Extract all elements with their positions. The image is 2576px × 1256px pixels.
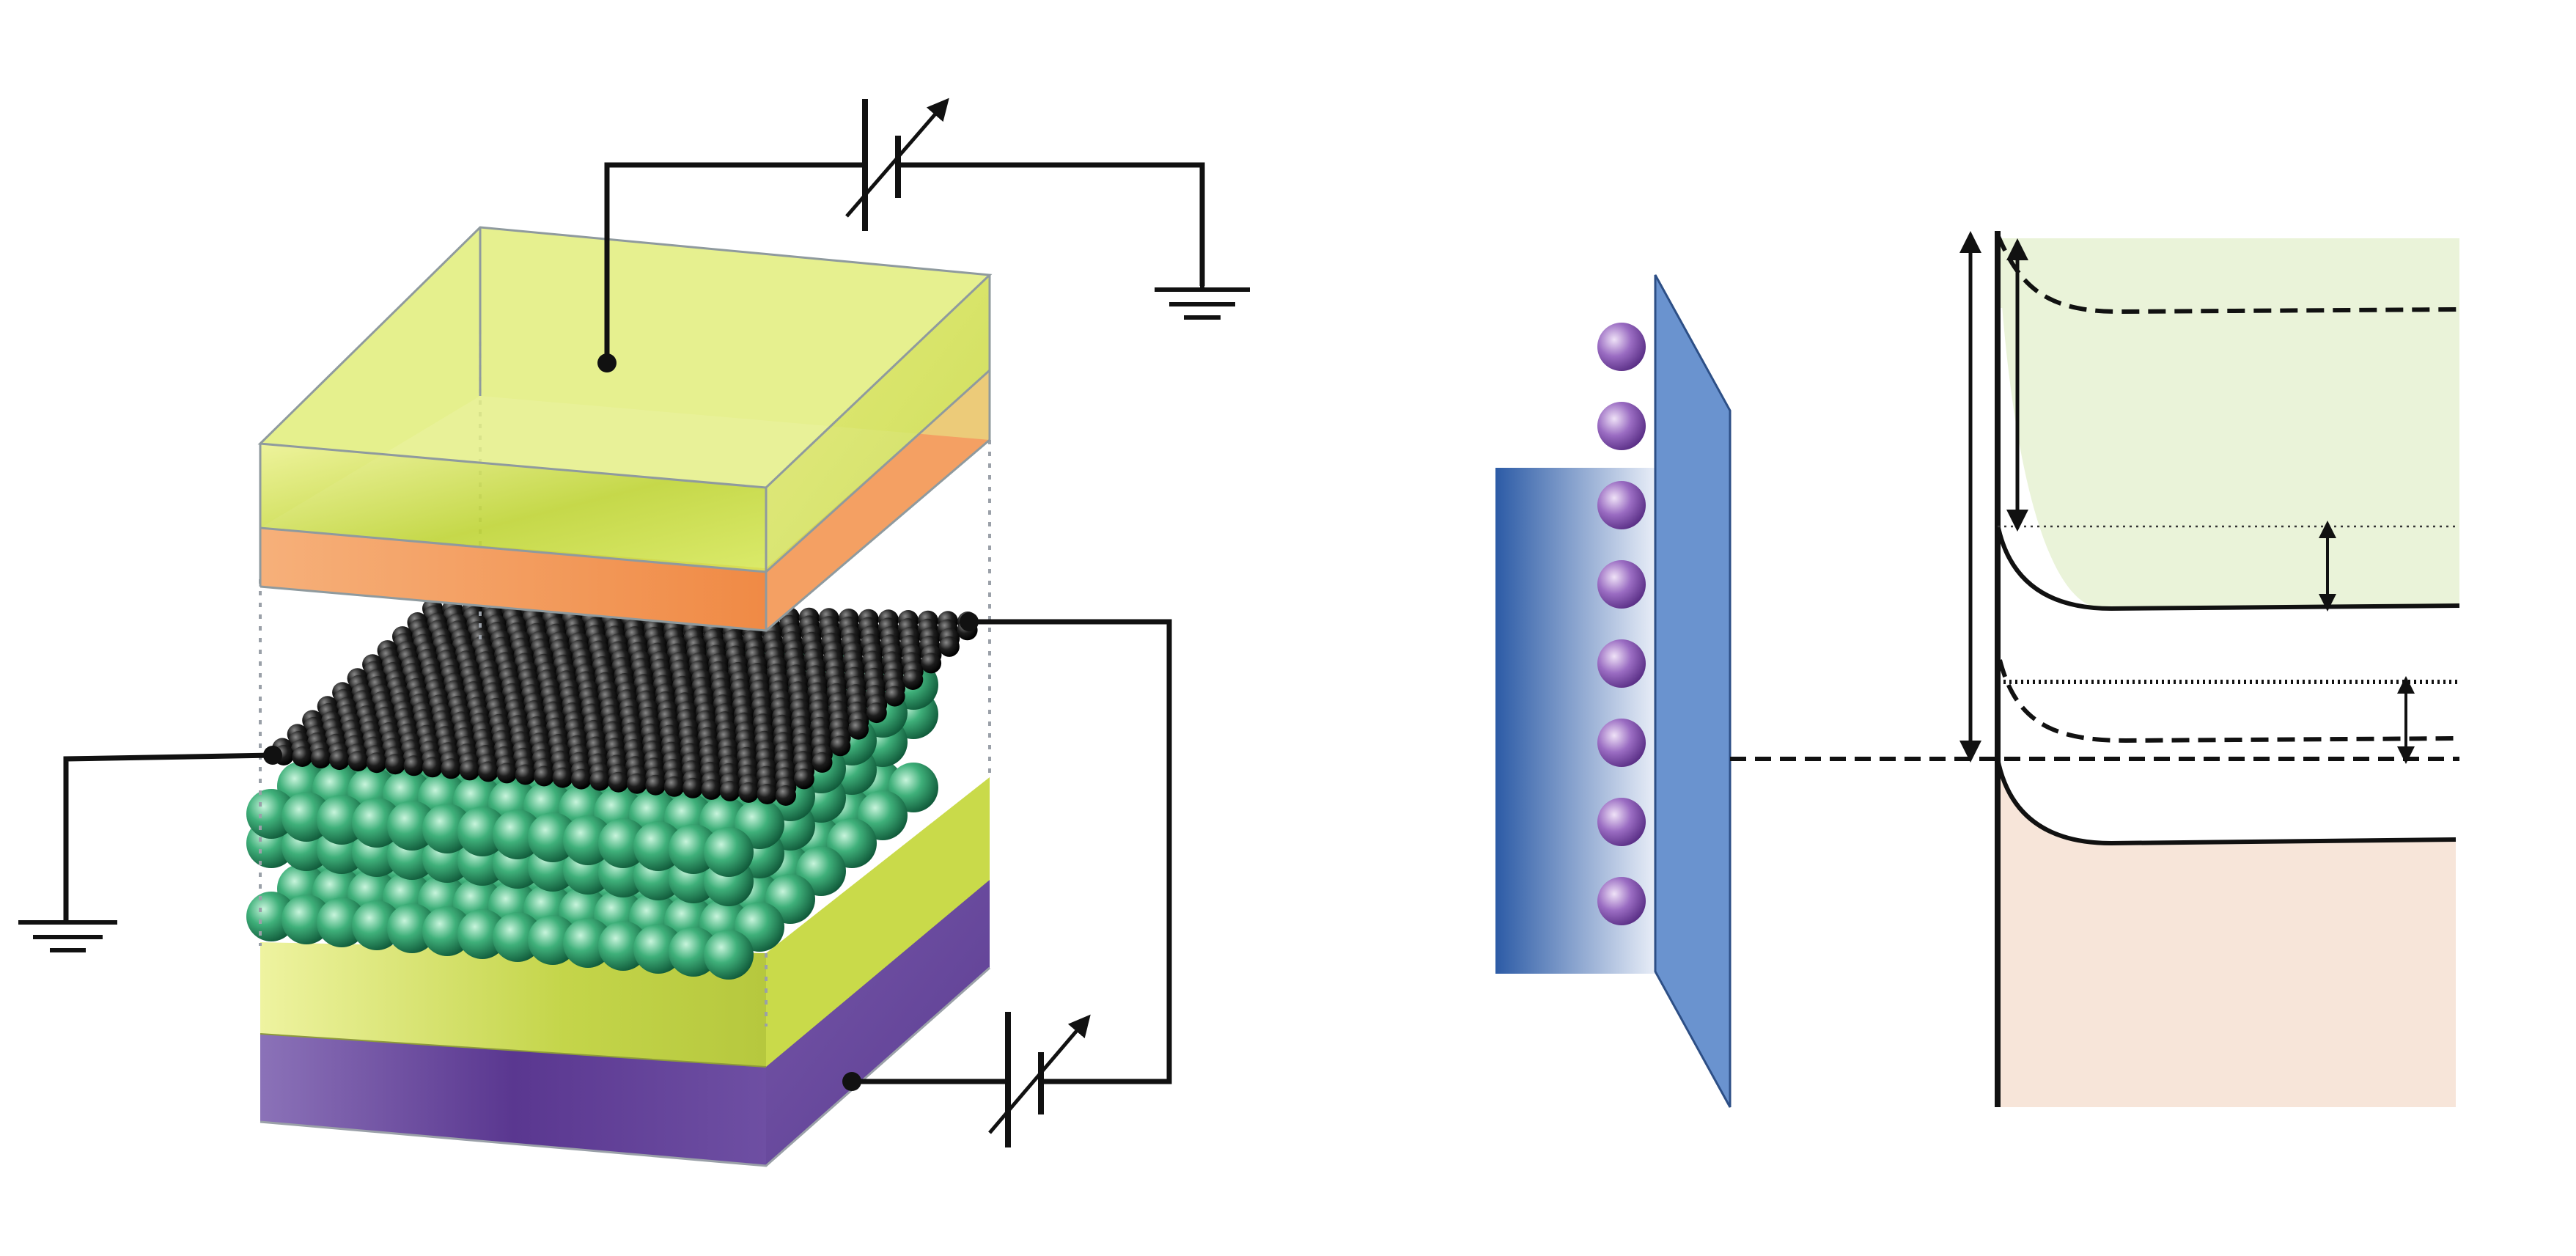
carbon-atom [884,686,905,707]
crystal-atom [704,827,754,877]
carbon-atom [496,763,518,784]
electrode-plate [1654,274,1732,1108]
carbon-atom [738,782,759,803]
ground-left-icon [18,920,117,952]
ion-sphere [1597,323,1646,371]
top-circuit [604,162,1205,363]
carbon-atom [422,757,443,778]
carbon-atom [329,749,350,771]
carbon-atom [292,746,313,767]
conduction-band-edge [1995,524,2460,612]
substrate-contact [842,1072,861,1091]
guide-lines [259,330,991,1027]
carbon-atom [757,784,778,804]
carbon-atom [552,767,573,788]
carbon-atom [776,785,796,806]
carbon-atom [385,754,406,775]
electrode-ions [1495,274,1732,1108]
carbon-atom [812,752,833,773]
bottom-dielectric [260,777,990,1068]
mid-band-dashed [1998,659,2460,743]
top-gate-contact [597,353,617,372]
ion-sphere [1597,719,1646,767]
carbon-atom [902,669,924,690]
ion-sphere [1597,560,1646,609]
ion-column [1597,323,1646,925]
carbon-atom [848,719,869,740]
carbon-atom [403,755,424,776]
band-arrows [1959,231,2415,764]
carbon-atom [515,764,536,785]
crystal-atom [704,930,754,980]
conduction-band-dashed [1995,233,2460,315]
valence-band-edge [1995,758,2457,846]
bottom-substrate [260,880,990,1167]
carbon-atom [310,748,331,769]
valence-region [1998,763,2456,1107]
carbon-atom [921,653,942,674]
carbon-atom [701,779,722,800]
band-diagram [1730,231,2460,1107]
battery-top-icon [845,98,949,231]
conduction-region [1998,238,2459,609]
ground-right-icon [1155,286,1250,320]
carbon-atom [866,702,887,724]
carbon-atom [830,735,851,757]
ion-sphere [1597,877,1646,925]
ion-sphere [1597,481,1646,529]
carbon-atom [441,758,462,779]
left-circuit [63,752,273,920]
carbon-atom [719,780,740,801]
carbon-atom [938,636,960,657]
carbon-atom [366,752,387,774]
carbon-atom [627,773,647,794]
battery-bottom-icon [988,1012,1091,1147]
carbon-atom [793,768,814,790]
carbon-atom [608,771,629,793]
ion-sphere [1597,798,1646,846]
carbon-atom [459,760,480,781]
right-circuit [852,619,1172,1084]
graphene-contact-left [263,746,282,765]
top-gate [257,226,993,632]
carbon-atom [347,751,369,772]
ion-sphere [1597,639,1646,688]
carbon-atom [478,761,499,782]
carbon-atom [589,770,611,791]
carbon-atom [570,768,592,790]
carbon-atom [534,765,555,787]
carbon-atom [663,776,685,797]
carbon-atom [645,774,666,796]
carbon-atom [682,777,704,798]
graphene-contact-right [960,612,979,631]
ion-sphere [1597,402,1646,450]
device-stack [18,98,1250,1167]
